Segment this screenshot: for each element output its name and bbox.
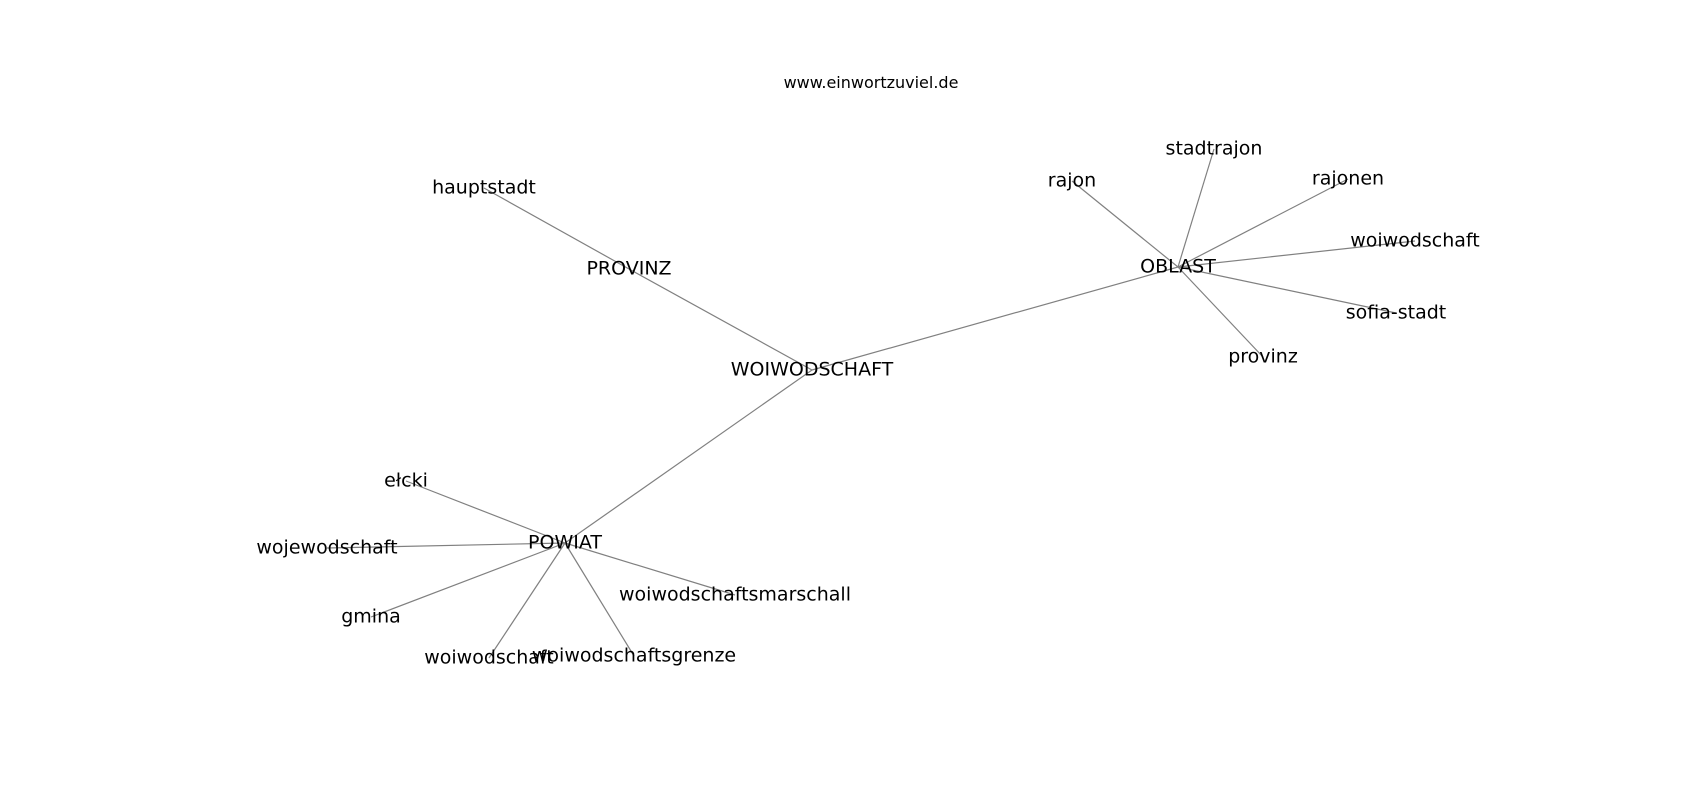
edge-powiat-woiwodschaft_powiat — [488, 542, 566, 659]
edge-layer — [326, 148, 1416, 659]
edge-powiat-woiwodschaftsgrenze — [564, 542, 635, 657]
node-provinz-hub: PROVINZ — [586, 258, 671, 280]
node-woiwodschaftsgrenze: woiwodschaftsgrenze — [532, 645, 736, 667]
node-wojewodschaft: wojewodschaft — [256, 537, 397, 559]
node-provinz-leaf: provinz — [1228, 346, 1298, 368]
edge-provinz_hub-hauptstadt — [483, 187, 630, 270]
edge-oblast-rajon — [1071, 180, 1179, 268]
node-hauptstadt: hauptstadt — [432, 177, 536, 199]
edge-woiwodschaft_center-provinz_hub — [628, 268, 813, 371]
node-woiwodschaft-powiat: woiwodschaft — [424, 647, 554, 669]
node-layer: WOIWODSCHAFT PROVINZ OBLAST POWIAT hauptstad… — [256, 138, 1479, 669]
edge-oblast-rajonen — [1177, 178, 1349, 268]
node-powiat: POWIAT — [528, 532, 602, 554]
node-rajonen: rajonen — [1312, 168, 1384, 190]
node-oblast: OBLAST — [1140, 256, 1216, 278]
edge-oblast-provinz_leaf — [1177, 266, 1264, 358]
node-rajon: rajon — [1048, 170, 1096, 192]
node-woiwodschaft-center: WOIWODSCHAFT — [731, 359, 894, 381]
edge-oblast-stadtrajon — [1177, 148, 1215, 268]
site-url: www.einwortzuviel.de — [784, 73, 959, 92]
edge-powiat-wojewodschaft — [326, 542, 566, 549]
node-woiwodschaftsmarschall: woiwodschaftsmarschall — [619, 584, 851, 606]
node-elcki: ełcki — [384, 470, 428, 492]
edge-oblast-sofia_stadt — [1177, 266, 1397, 314]
edge-woiwodschaft_center-oblast — [811, 266, 1179, 371]
edge-powiat-woiwodschaftsmarschall — [564, 542, 736, 596]
node-woiwodschaft-oblast: woiwodschaft — [1350, 230, 1480, 252]
node-gmina: gmina — [341, 606, 401, 628]
edge-powiat-gmina — [370, 542, 566, 618]
node-sofia-stadt: sofia-stadt — [1346, 302, 1447, 324]
node-stadtrajon: stadtrajon — [1166, 138, 1263, 160]
edge-oblast-woiwodschaft_oblast — [1177, 240, 1416, 268]
edge-powiat-elcki — [405, 480, 566, 544]
edge-woiwodschaft_center-powiat — [564, 369, 813, 544]
